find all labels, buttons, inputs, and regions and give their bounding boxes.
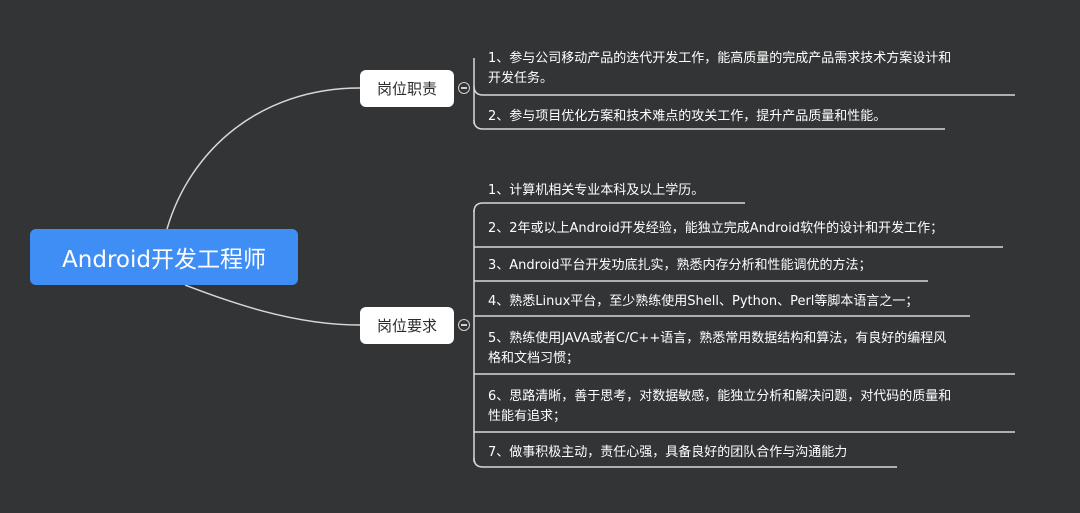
requirement-item-1[interactable]: 1、计算机相关专业本科及以上学历。 (488, 183, 705, 198)
collapse-minus-icon[interactable] (458, 82, 470, 94)
branch-node-label: 岗位职责 (376, 80, 437, 98)
root-node[interactable]: Android开发工程师 (30, 229, 298, 285)
branch-node-requirements[interactable]: 岗位要求 (360, 307, 454, 344)
root-node-label: Android开发工程师 (62, 247, 266, 273)
requirement-item-7[interactable]: 7、做事积极主动，责任心强，具备良好的团队合作与沟通能力 (488, 445, 848, 460)
connector-duties-item-2 (473, 119, 945, 130)
collapse-minus-icon[interactable] (458, 319, 470, 331)
duty-item-2[interactable]: 2、参与项目优化方案和技术难点的攻关工作，提升产品质量和性能。 (488, 109, 887, 124)
requirement-item-6[interactable]: 6、思路清晰，善于思考，对数据敏感，能独立分析和解决问题，对代码的质量和 性能有… (488, 389, 952, 424)
duty-item-1[interactable]: 1、参与公司移动产品的迭代开发工作，能高质量的完成产品需求技术方案设计和 开发任… (488, 51, 952, 86)
requirement-item-5[interactable]: 5、熟练使用JAVA或者C/C++语言，熟悉常用数据结构和算法，有良好的编程风 … (488, 331, 947, 366)
branch-node-label: 岗位要求 (376, 317, 437, 335)
requirement-item-2[interactable]: 2、2年或以上Android开发经验，能独立完成Android软件的设计和开发工… (488, 221, 944, 236)
connector-root-reqs (184, 284, 361, 326)
connector-duties-item-1 (473, 85, 1015, 96)
requirement-item-3[interactable]: 3、Android平台开发功底扎实，熟悉内存分析和性能调优的方法； (488, 258, 872, 273)
requirement-item-4[interactable]: 4、熟悉Linux平台，至少熟练使用Shell、Python、Perl等脚本语言… (488, 294, 919, 309)
connector-reqs-item-7 (473, 457, 897, 468)
connector-reqs-item-1 (473, 202, 745, 213)
connector-root-duties (166, 87, 361, 230)
branch-node-duties[interactable]: 岗位职责 (360, 70, 454, 107)
